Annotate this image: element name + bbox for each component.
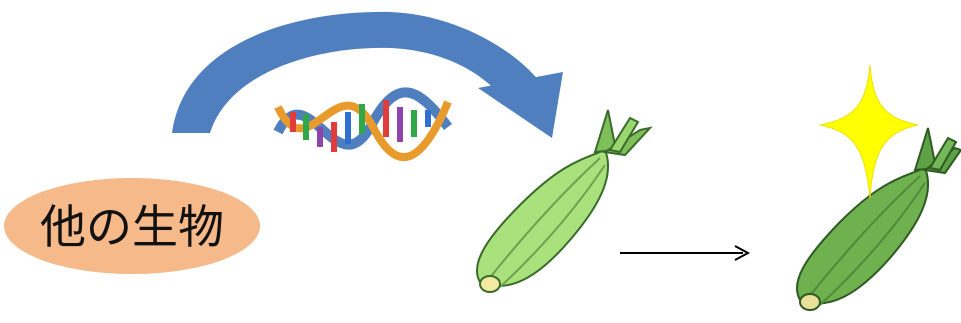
source-organism-label: 他の生物 xyxy=(40,200,224,254)
curved-arrow-body xyxy=(172,12,540,133)
dna-helix-icon xyxy=(278,92,448,157)
process-arrow xyxy=(620,246,748,260)
corn-icon xyxy=(477,110,650,292)
source-organism-node: 他の生物 xyxy=(4,178,260,274)
modified-corn-icon xyxy=(797,128,961,310)
